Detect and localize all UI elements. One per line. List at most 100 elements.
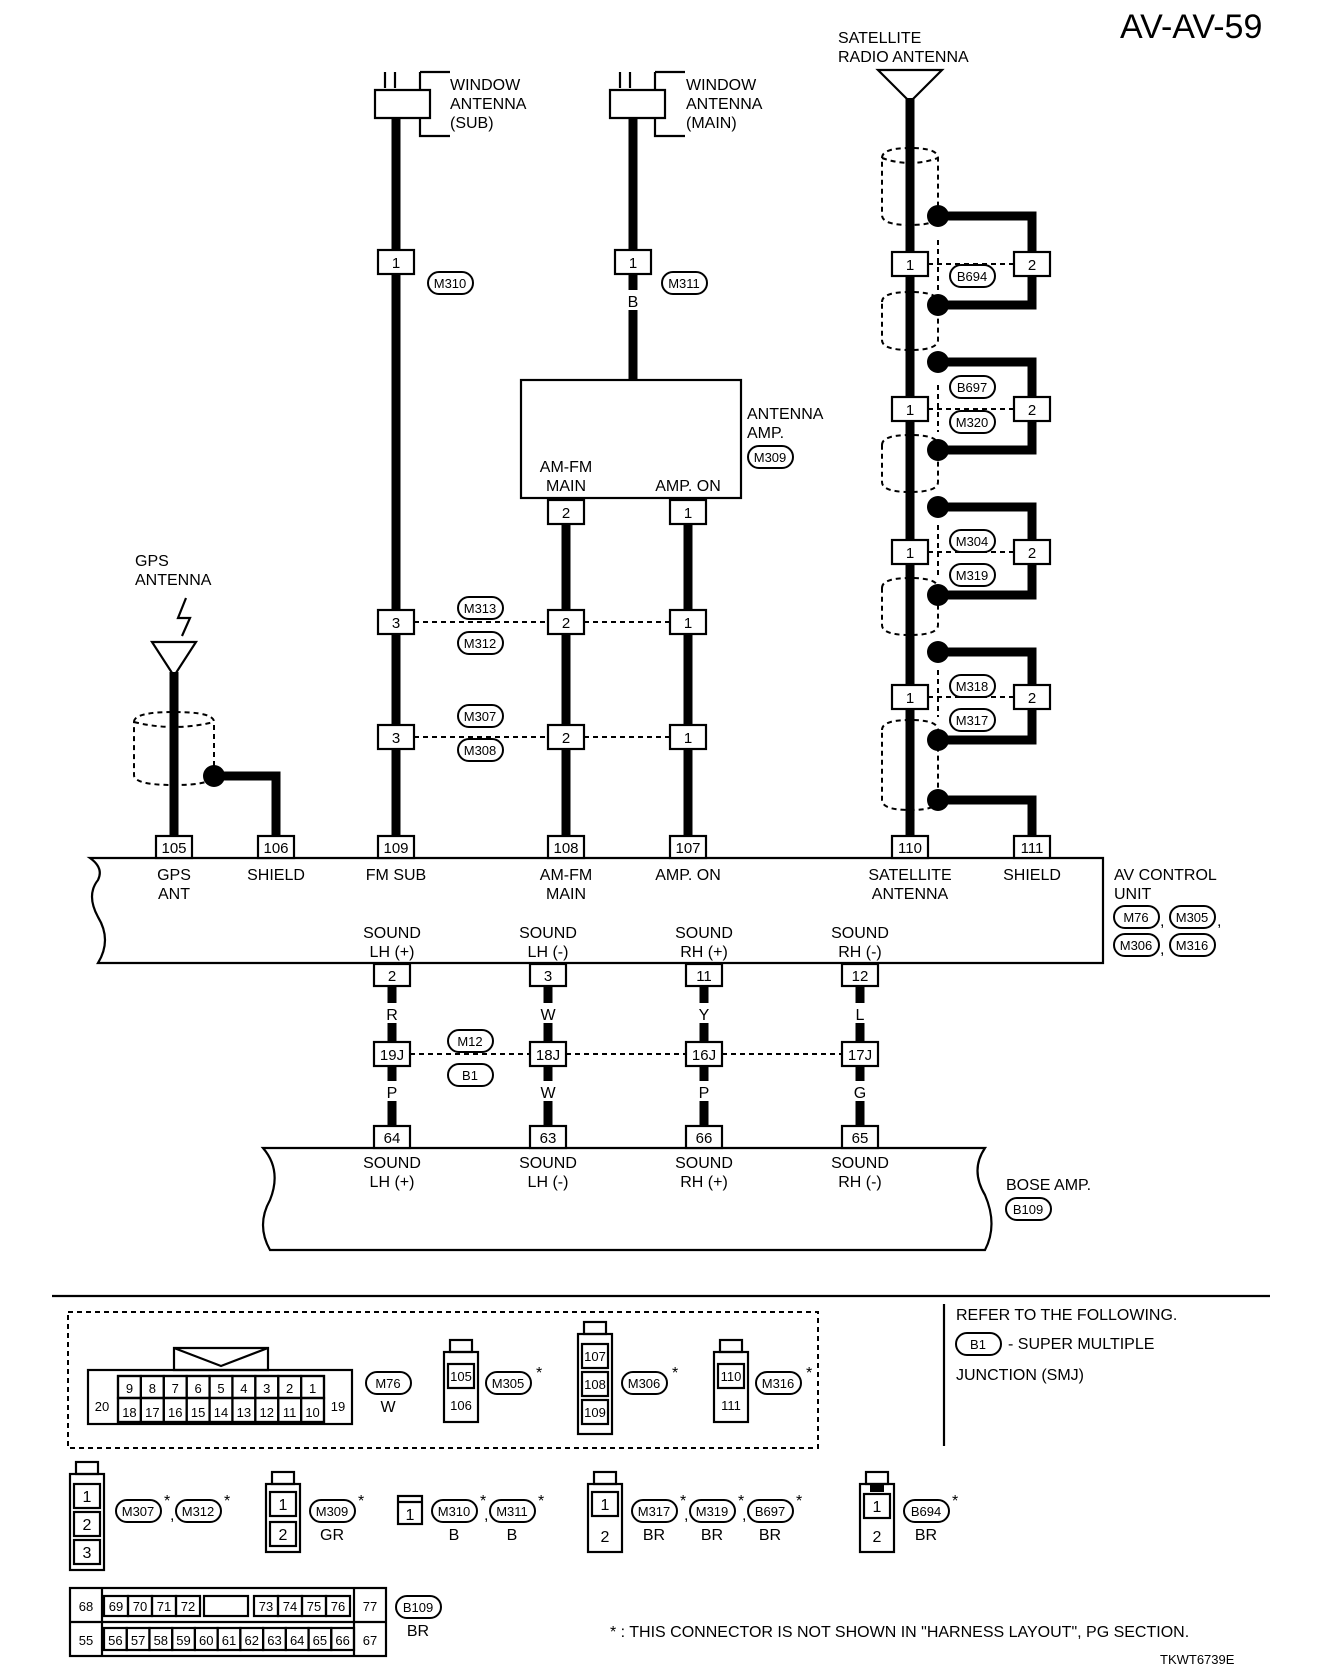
gps-antenna-label-2: ANTENNA	[135, 572, 212, 589]
svg-text:3: 3	[392, 615, 400, 632]
svg-text:,: ,	[484, 1507, 488, 1524]
svg-text:M304: M304	[956, 534, 989, 549]
amp-pin-1: 1	[684, 505, 692, 522]
svg-text:3: 3	[83, 1545, 92, 1562]
smj-pins: 19J 18J 16J 17J	[372, 1040, 880, 1068]
b109-pin-cell	[174, 1594, 202, 1618]
window-antenna-sub-symbol	[373, 70, 450, 138]
svg-text:1: 1	[601, 1497, 610, 1514]
svg-text:FM SUB: FM SUB	[366, 867, 426, 884]
m310-id: M310	[434, 276, 467, 291]
svg-text:111: 111	[721, 1398, 741, 1413]
footnote: * : THIS CONNECTOR IS NOT SHOWN IN "HARN…	[610, 1624, 1189, 1641]
av-control-unit-box	[86, 856, 1105, 965]
svg-text:W: W	[540, 1007, 556, 1024]
window-antenna-main-symbol	[608, 70, 685, 138]
svg-text:M76: M76	[1123, 910, 1148, 925]
m76-pin: 18	[122, 1405, 136, 1420]
legend-b109-id: B109	[403, 1600, 433, 1615]
legend-b694-color: BR	[915, 1527, 937, 1544]
m312-id: M312	[464, 636, 497, 651]
m76-pin-19: 19	[331, 1399, 345, 1414]
b109-pin: 70	[133, 1599, 147, 1614]
b109-pin: 64	[290, 1633, 304, 1648]
svg-text:*: *	[806, 1365, 812, 1382]
bose-amp-box	[260, 1146, 993, 1252]
legend-m312-id: M312	[182, 1504, 215, 1519]
svg-text:*: *	[164, 1493, 170, 1510]
legend-m317-id: M317	[638, 1504, 671, 1519]
av-control-unit-label-1: AV CONTROL	[1114, 867, 1217, 884]
svg-text:SOUND: SOUND	[519, 1155, 577, 1172]
legend-b109-color: BR	[407, 1623, 429, 1640]
win-ant-main-label-2: ANTENNA	[686, 96, 763, 113]
sat-antenna-label-1: SATELLITE	[838, 30, 921, 47]
svg-text:1: 1	[906, 690, 914, 707]
legend-m76-id: M76	[375, 1376, 400, 1391]
m309-connector-face: 1 2	[264, 1470, 302, 1554]
legend-m305-id: M305	[492, 1376, 525, 1391]
svg-text:1: 1	[906, 257, 914, 274]
m76-pin: 13	[237, 1405, 251, 1420]
svg-text:*: *	[358, 1493, 364, 1510]
svg-text:2: 2	[601, 1529, 610, 1546]
av-top-labels: GPS ANT SHIELD FM SUB AM-FM MAIN AMP. ON…	[157, 867, 1061, 903]
svg-text:,: ,	[170, 1507, 174, 1524]
svg-text:M317: M317	[956, 713, 989, 728]
wire-color-labels-lower: P W P G	[383, 1081, 869, 1102]
page-title: AV-AV-59	[1120, 8, 1262, 46]
svg-text:1: 1	[629, 255, 637, 272]
b109-pin: 72	[181, 1599, 195, 1614]
svg-text:65: 65	[852, 1130, 869, 1147]
m76-pin: 9	[126, 1381, 133, 1396]
svg-text:SHIELD: SHIELD	[247, 867, 305, 884]
m76-pin-cell	[300, 1396, 326, 1424]
win-ant-main-label-3: (MAIN)	[686, 115, 737, 132]
svg-text:B697: B697	[957, 380, 987, 395]
m313-id: M313	[464, 601, 497, 616]
b1-id: B1	[462, 1068, 478, 1083]
b109-pin-cell	[330, 1626, 356, 1652]
svg-text:M306: M306	[1120, 938, 1153, 953]
svg-text:*: *	[738, 1493, 744, 1510]
legend-m307-id: M307	[122, 1504, 155, 1519]
svg-text:110: 110	[721, 1369, 742, 1384]
svg-text:3: 3	[392, 730, 400, 747]
win-ant-sub-label-2: ANTENNA	[450, 96, 527, 113]
svg-text:16J: 16J	[692, 1047, 716, 1064]
svg-text:RH (+): RH (+)	[680, 944, 728, 961]
svg-text:BR: BR	[701, 1527, 723, 1544]
svg-text:GPS: GPS	[157, 867, 191, 884]
b109-pin: 58	[154, 1633, 168, 1648]
m307-id: M307	[464, 709, 497, 724]
svg-text:77: 77	[363, 1599, 377, 1614]
svg-text:105: 105	[450, 1369, 472, 1384]
m307-connector-face: 1 2 3	[68, 1460, 106, 1572]
svg-text:,: ,	[742, 1507, 746, 1524]
svg-text:55: 55	[79, 1633, 93, 1648]
b109-pin: 71	[157, 1599, 171, 1614]
svg-text:M318: M318	[956, 679, 989, 694]
m76-pin: 10	[305, 1405, 319, 1420]
svg-text:ANT: ANT	[158, 886, 190, 903]
b109-pin: 76	[331, 1599, 345, 1614]
svg-text:2: 2	[83, 1517, 92, 1534]
b109-pin: 74	[283, 1599, 297, 1614]
b109-pin: 65	[313, 1633, 327, 1648]
m76-pin: 5	[217, 1381, 224, 1396]
gps-antenna-label-1: GPS	[135, 553, 169, 570]
sat-antenna-label-2: RADIO ANTENNA	[838, 49, 969, 66]
svg-text:RH (-): RH (-)	[838, 1174, 882, 1191]
svg-text:*: *	[672, 1365, 678, 1382]
legend-m316-id: M316	[762, 1376, 795, 1391]
av-bottom-pins: 2 3 11 12	[372, 962, 880, 988]
svg-text:BR: BR	[759, 1527, 781, 1544]
b109-pin: 56	[108, 1633, 122, 1648]
wire-color-labels-upper: R W Y L	[383, 1003, 869, 1024]
legend-m309-color: GR	[320, 1527, 344, 1544]
gps-antenna-symbol	[149, 640, 199, 679]
svg-text:LH (+): LH (+)	[370, 944, 415, 961]
svg-text:68: 68	[79, 1599, 93, 1614]
svg-text:M305: M305	[1176, 910, 1209, 925]
